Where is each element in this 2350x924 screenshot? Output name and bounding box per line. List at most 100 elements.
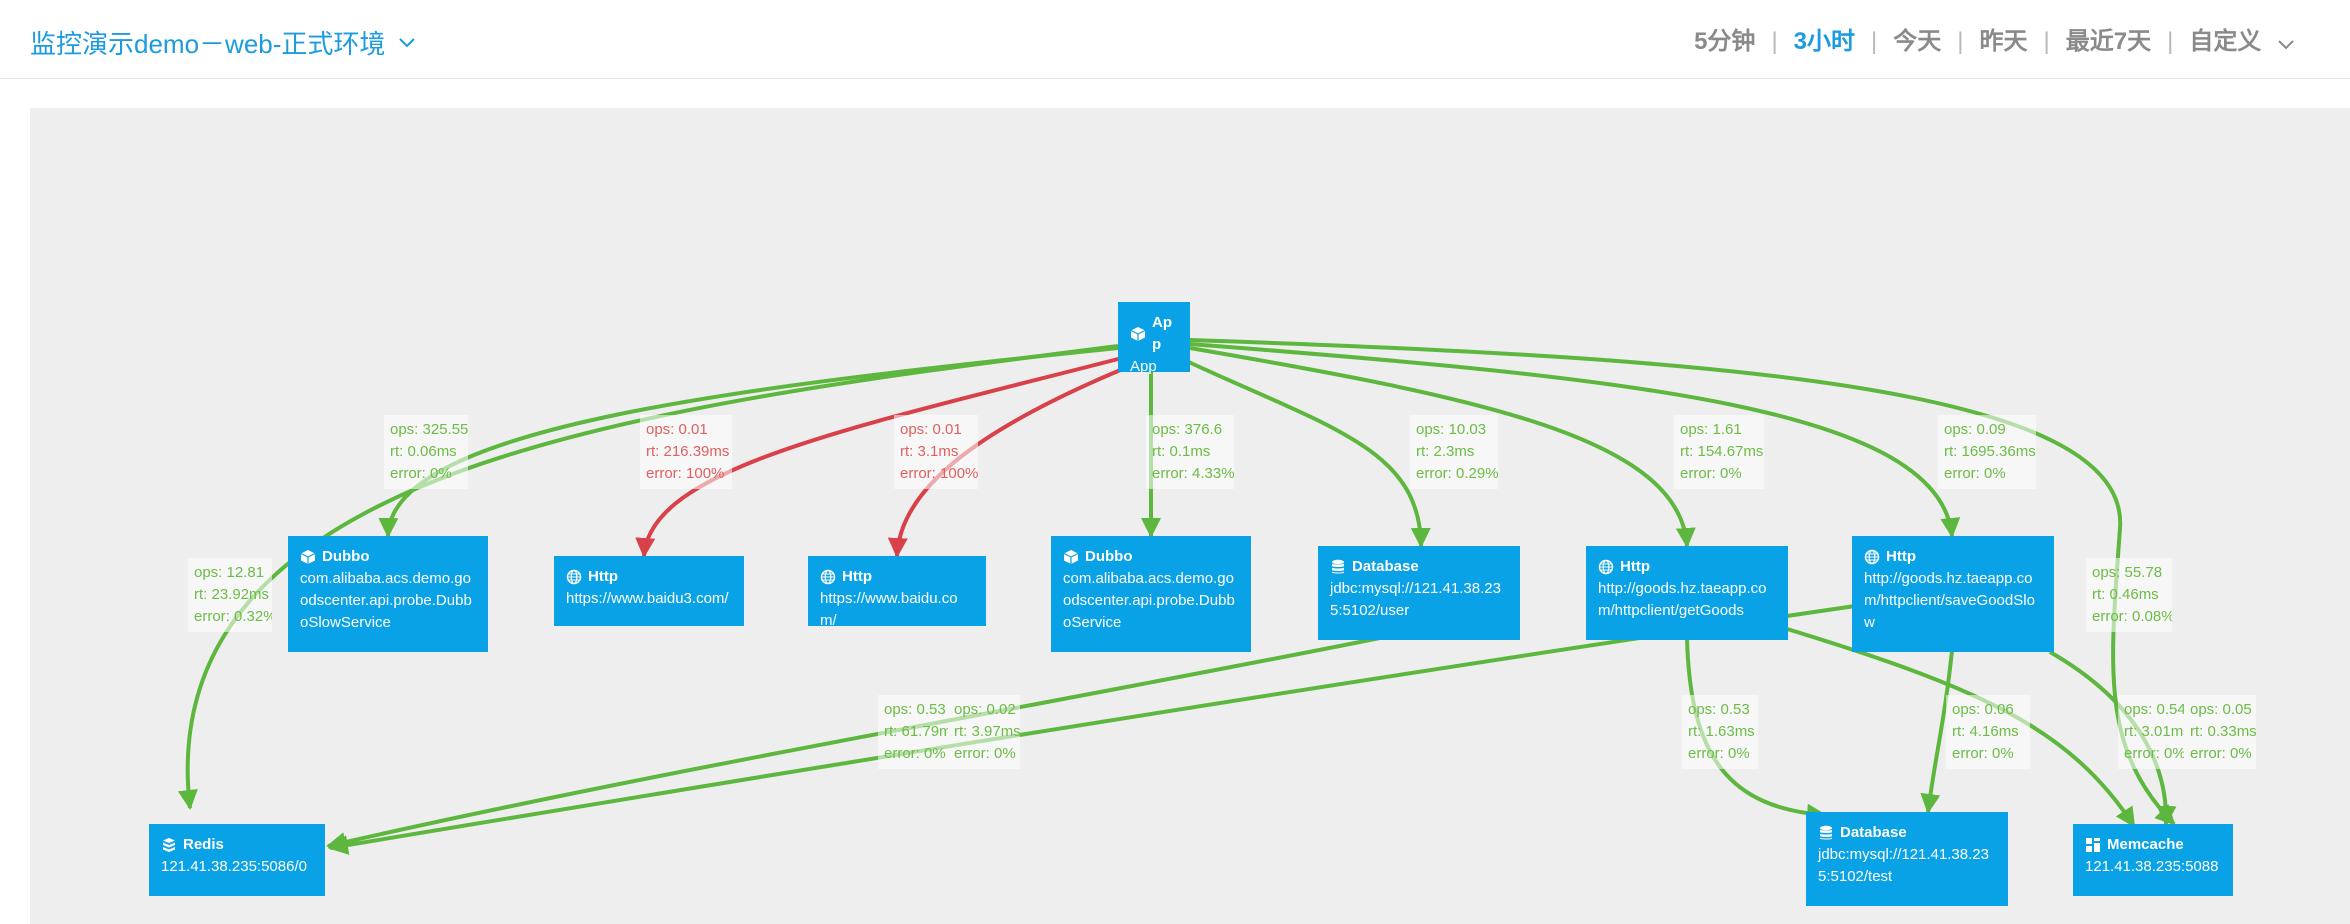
edge-rt: rt: 23.92ms: [194, 586, 270, 603]
node-dubbo-slow-service[interactable]: Dubbo com.alibaba.acs.demo.goodscenter.a…: [288, 536, 488, 652]
edge-rt: rt: 2.3ms: [1416, 443, 1475, 460]
edge-label-http3-memcache: ops: 0.54 rt: 3.01ms error: 0%: [2118, 695, 2184, 769]
range-today[interactable]: 今天: [1893, 28, 1942, 56]
node-http-get-goods[interactable]: Http http://goods.hz.taeapp.com/httpclie…: [1586, 546, 1788, 640]
edge-error: error: 0%: [1688, 745, 1750, 762]
topology-edges: [177, 338, 2177, 855]
node-type: Database: [1352, 558, 1419, 575]
node-type: Dubbo: [1085, 548, 1133, 565]
node-type: App: [1152, 314, 1172, 353]
range-3h[interactable]: 3小时: [1793, 28, 1856, 56]
edge-rt: rt: 3.97ms: [954, 723, 1020, 740]
edge-ops: ops: 0.54: [2124, 701, 2184, 718]
edge-rt: rt: 1695.36ms: [1944, 443, 2036, 460]
edge-rt: rt: 3.1ms: [900, 443, 959, 460]
range-yesterday[interactable]: 昨天: [1979, 28, 2028, 56]
node-dubbo-service[interactable]: Dubbo com.alibaba.acs.demo.goodscenter.a…: [1051, 536, 1251, 652]
edge-rt: rt: 3.01ms: [2124, 723, 2184, 740]
edge-error: error: 100%: [900, 465, 978, 482]
edge-label-app-dubbo2: ops: 376.6 rt: 0.1ms error: 4.33%: [1146, 415, 1234, 489]
edge-rt: rt: 61.79ms: [884, 723, 948, 740]
edge-rt: rt: 0.1ms: [1152, 443, 1211, 460]
edge-error: error: 0%: [954, 745, 1016, 762]
edge-error: error: 0.29%: [1416, 465, 1498, 482]
time-range-selector: 5分钟 | 3小时 | 今天 | 昨天 | 最近7天 | 自定义: [1694, 24, 2294, 61]
edge-ops: ops: 0.09: [1944, 421, 2006, 438]
globe-icon: [820, 569, 836, 585]
node-database-test[interactable]: Database jdbc:mysql://121.41.38.235:5102…: [1806, 812, 2008, 906]
chevron-down-icon: [2278, 25, 2294, 61]
edge-app-db1: [1179, 356, 1431, 548]
edge-label-http3-db2: ops: 0.53 rt: 1.63ms error: 0%: [1682, 695, 1758, 769]
edge-ops: ops: 0.53: [884, 701, 946, 718]
edge-app-http4: [1189, 342, 1961, 538]
node-name: https://www.baidu.com/: [820, 590, 958, 629]
edge-error: error: 0%: [1944, 465, 2006, 482]
edge-ops: ops: 10.03: [1416, 421, 1487, 438]
node-name: http://goods.hz.taeapp.com/httpclient/ge…: [1598, 580, 1767, 619]
page-title: 监控演示demo－web-正式环境: [30, 29, 386, 59]
node-name: https://www.baidu3.com/: [566, 590, 729, 607]
node-type: Http: [588, 568, 618, 585]
range-separator: |: [1771, 28, 1778, 56]
range-5min[interactable]: 5分钟: [1694, 28, 1756, 56]
edge-label-app-memcache: ops: 55.78 rt: 0.46ms error: 0.08%: [2086, 558, 2172, 632]
node-http-save-good-slow[interactable]: Http http://goods.hz.taeapp.com/httpclie…: [1852, 536, 2054, 652]
edge-label-http3-redis: ops: 0.53 rt: 61.79ms error: 0%: [878, 695, 948, 769]
range-last-7-days[interactable]: 最近7天: [2065, 28, 2152, 56]
node-type: Redis: [183, 836, 224, 853]
node-app[interactable]: App App: [1118, 302, 1190, 375]
edge-ops: ops: 0.05: [2190, 701, 2252, 718]
edge-rt: rt: 216.39ms: [646, 443, 730, 460]
edge-ops: ops: 1.61: [1680, 421, 1742, 438]
range-custom[interactable]: 自定义: [2189, 24, 2294, 61]
node-name: com.alibaba.acs.demo.goodscenter.api.pro…: [1063, 570, 1235, 631]
edge-rt: rt: 4.16ms: [1952, 723, 2019, 740]
edge-ops: ops: 325.55: [390, 421, 468, 438]
app-environment-selector[interactable]: 监控演示demo－web-正式环境: [30, 26, 416, 62]
edge-ops: ops: 0.53: [1688, 701, 1750, 718]
cube-icon: [300, 549, 316, 565]
cube-icon: [1130, 326, 1146, 342]
edge-app-http1: [635, 356, 1123, 558]
range-separator: |: [2167, 28, 2174, 56]
edge-label-app-dubbo1: ops: 325.55 rt: 0.06ms error: 0%: [384, 415, 468, 489]
node-name: App: [1130, 358, 1157, 375]
cube-icon: [1063, 549, 1079, 565]
edge-error: error: 0.08%: [2092, 608, 2172, 625]
node-name: com.alibaba.acs.demo.goodscenter.api.pro…: [300, 570, 472, 631]
database-icon: [1818, 825, 1834, 841]
range-custom-label: 自定义: [2189, 28, 2262, 55]
node-name: 121.41.38.235:5088: [2085, 858, 2219, 875]
node-http-baidu3[interactable]: Http https://www.baidu3.com/: [554, 556, 744, 626]
edge-label-http4-redis: ops: 0.02 rt: 3.97ms error: 0%: [948, 695, 1020, 769]
edge-http3-redis: [326, 634, 1391, 852]
database-icon: [1330, 559, 1346, 575]
edge-error: error: 0.32%: [194, 608, 272, 625]
edge-ops: ops: 0.01: [900, 421, 962, 438]
node-name: jdbc:mysql://121.41.38.235:5102/test: [1818, 846, 1989, 885]
node-type: Memcache: [2107, 836, 2184, 853]
edge-label-app-http1: ops: 0.01 rt: 216.39ms error: 100%: [640, 415, 732, 489]
edge-label-app-http4: ops: 0.09 rt: 1695.36ms error: 0%: [1938, 415, 2036, 489]
edge-app-http3: [1189, 346, 1696, 548]
topology-canvas[interactable]: ops: 325.55 rt: 0.06ms error: 0% ops: 0.…: [30, 108, 2350, 924]
node-name: jdbc:mysql://121.41.38.235:5102/user: [1330, 580, 1501, 619]
node-database-user[interactable]: Database jdbc:mysql://121.41.38.235:5102…: [1318, 546, 1520, 640]
node-memcache[interactable]: Memcache 121.41.38.235:5088: [2073, 824, 2233, 896]
edge-ops: ops: 55.78: [2092, 564, 2163, 581]
edge-ops: ops: 0.02: [954, 701, 1016, 718]
edge-http4-db2: [1920, 650, 1954, 814]
node-type: Database: [1840, 824, 1907, 841]
edge-error: error: 0%: [2124, 745, 2184, 762]
top-bar: 监控演示demo－web-正式环境 5分钟 | 3小时 | 今天 | 昨天 | …: [0, 0, 2350, 79]
range-separator: |: [1957, 28, 1964, 56]
node-redis[interactable]: Redis 121.41.38.235:5086/0: [149, 824, 325, 896]
node-type: Http: [1886, 548, 1916, 565]
edge-error: error: 0%: [1680, 465, 1742, 482]
edge-rt: rt: 0.06ms: [390, 443, 457, 460]
node-name: 121.41.38.235:5086/0: [161, 858, 307, 875]
node-type: Dubbo: [322, 548, 370, 565]
node-http-baidu[interactable]: Http https://www.baidu.com/: [808, 556, 986, 629]
edge-ops: ops: 376.6: [1152, 421, 1223, 438]
